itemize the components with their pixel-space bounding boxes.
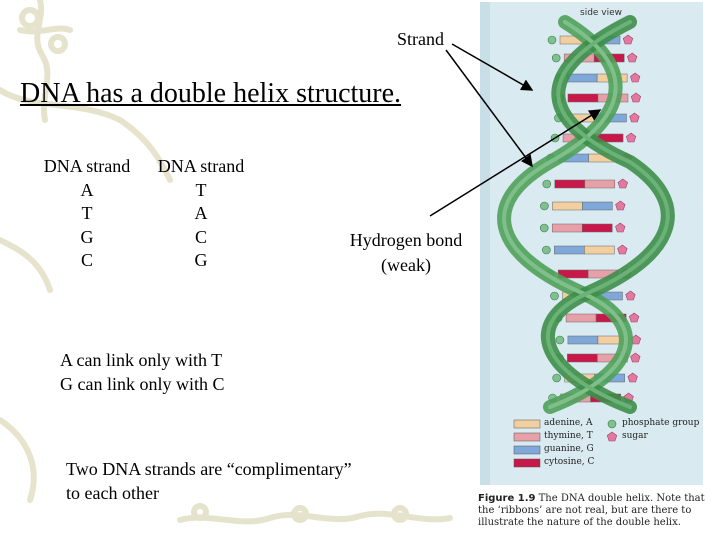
phosphate-dot: [539, 223, 549, 233]
sugar-pentagon: [629, 112, 640, 123]
legend-swatch: [513, 445, 541, 455]
figure-caption: Figure 1.9 The DNA double helix. Note th…: [478, 493, 718, 529]
figure-panel: [480, 2, 703, 485]
caption-label: Figure 1.9: [478, 493, 536, 504]
dna-strand-column-2: DNA strand T A C G: [150, 155, 252, 273]
phosphate-dot: [547, 35, 557, 45]
base-item: G: [194, 250, 208, 270]
page-title: DNA has a double helix structure.: [20, 78, 402, 109]
base-pair-half: [584, 179, 616, 189]
hydrogen-bond-line1: Hydrogen bond: [349, 230, 463, 250]
legend-label: adenine, A: [544, 418, 593, 428]
phosphate-dot: [555, 335, 565, 345]
sugar-pentagon: [625, 290, 636, 301]
sugar-pentagon: [630, 352, 641, 363]
complementary-line: to each other: [66, 483, 159, 503]
phosphate-dot: [542, 179, 552, 189]
phosphate-dot: [551, 53, 561, 63]
rule-item: A can link only with T: [60, 350, 223, 370]
base-item: C: [194, 226, 207, 247]
sugar-pentagon: [615, 200, 626, 211]
legend-label: phosphate group: [622, 418, 700, 428]
sugar-pentagon: [622, 34, 634, 45]
strand-label: Strand: [397, 29, 444, 49]
sugar-pentagon: [630, 92, 642, 103]
pairing-rules: A can link only with T G can link only w…: [60, 349, 225, 396]
rule-item: G can link only with C: [60, 373, 225, 394]
sugar-pentagon: [617, 178, 628, 189]
complementary-note: Two DNA strands are “complimentary” to e…: [66, 457, 352, 505]
legend-swatch: [607, 419, 617, 429]
sugar-pentagon: [628, 312, 640, 323]
base-item: A: [194, 203, 208, 223]
phosphate-dot: [542, 245, 551, 255]
base-pair-half: [582, 201, 613, 211]
legend-label: sugar: [622, 431, 648, 441]
sugar-pentagon: [615, 222, 626, 233]
sugar-pentagon: [625, 132, 637, 143]
base-item: T: [195, 179, 207, 200]
side-view-label: side view: [580, 8, 623, 18]
sugar-pentagon: [627, 372, 638, 383]
legend-swatch: [513, 432, 541, 442]
sugar-pentagon: [630, 72, 641, 83]
base-item: G: [80, 226, 94, 247]
dna-strand-column-1: DNA strand A T G C: [36, 155, 138, 273]
strand-arrow-2: [445, 49, 533, 168]
legend-label: cytosine, C: [544, 457, 595, 467]
sugar-pentagon: [617, 244, 628, 255]
legend-swatch: [513, 419, 541, 429]
legend-swatch: [606, 431, 618, 442]
base-item: C: [80, 250, 93, 270]
legend-label: thymine, T: [544, 431, 593, 441]
base-item: T: [81, 203, 93, 223]
phosphate-dot: [540, 201, 549, 211]
dna-helix-figure: [480, 2, 703, 485]
complementary-line: Two DNA strands are “complimentary”: [66, 459, 352, 479]
legend-swatch: [513, 458, 541, 468]
legend-label: guanine, G: [544, 444, 594, 454]
strand-arrow-1: [451, 43, 534, 91]
hydrogen-bond-arrow: [429, 109, 602, 217]
column-header: DNA strand: [43, 156, 131, 176]
column-header: DNA strand: [157, 156, 245, 176]
sugar-pentagon: [627, 52, 638, 63]
hydrogen-bond-label: Hydrogen bond (weak): [330, 228, 482, 278]
base-pair-half: [581, 223, 613, 233]
phosphate-dot: [552, 373, 561, 383]
caption-text: The DNA double helix. Note that the ‘rib…: [478, 493, 705, 528]
hydrogen-bond-line2: (weak): [381, 255, 431, 275]
base-pair-half: [584, 245, 615, 255]
base-item: A: [80, 179, 94, 200]
phosphate-dot: [550, 291, 559, 301]
